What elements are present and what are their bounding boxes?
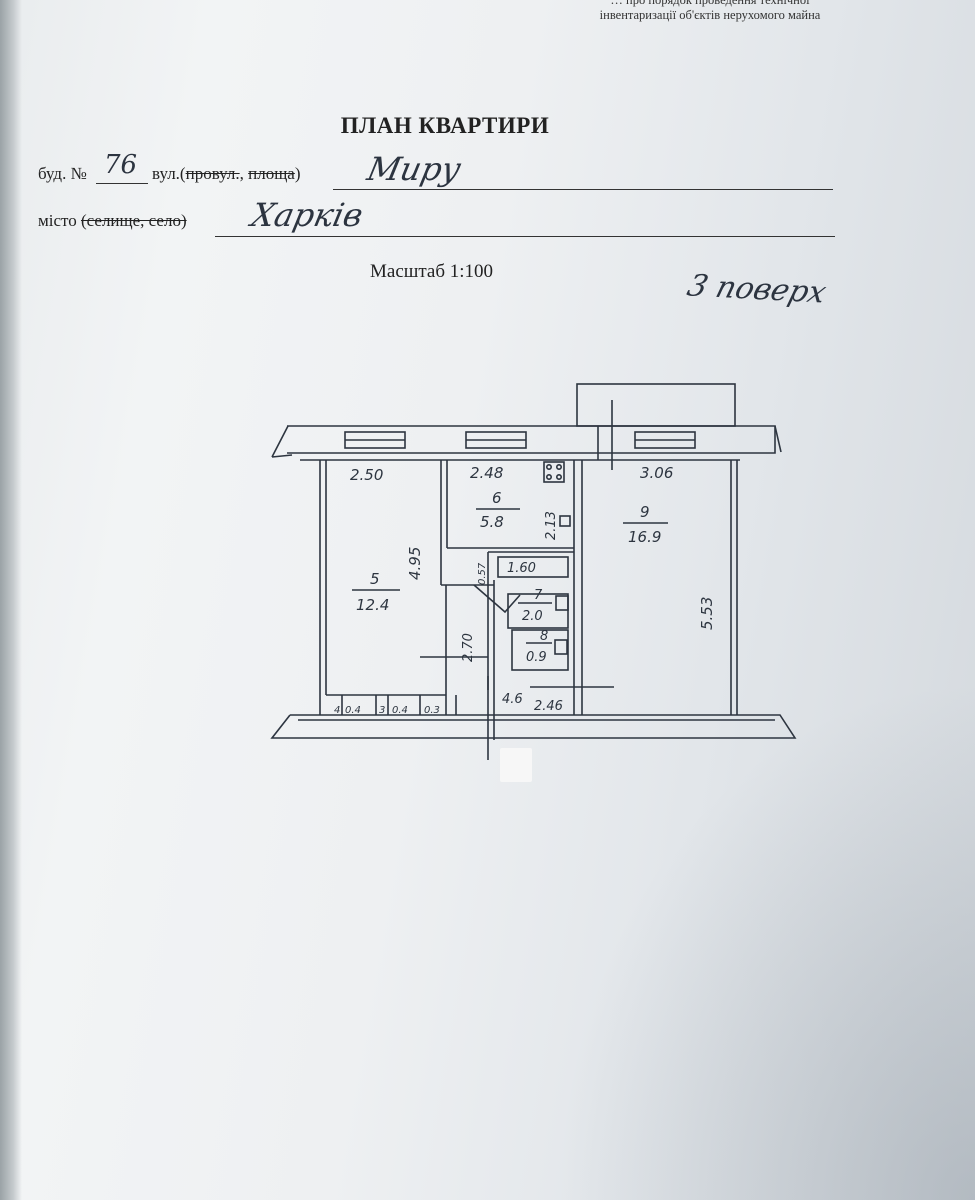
room-7-area: 2.0 xyxy=(522,609,543,624)
street-strike-2: площа xyxy=(248,164,295,183)
room-6-area: 5.8 xyxy=(480,513,504,531)
city-row: місто (селище, село) xyxy=(38,211,187,231)
room-9-number: 9 xyxy=(640,503,650,521)
header-line-2: інвентаризації об'єктів нерухомого майна xyxy=(599,8,821,22)
room-6-number: 6 xyxy=(492,489,502,507)
stove xyxy=(543,461,565,483)
building-underline xyxy=(96,183,148,184)
dim-room9-width: 3.06 xyxy=(640,464,673,482)
room-5-number: 5 xyxy=(370,570,380,588)
room-8-number: 8 xyxy=(540,629,548,644)
closet-2-area: 0.4 xyxy=(392,705,408,716)
dim-corridor-length: 2.70 xyxy=(461,633,476,662)
closet-2-number: 3 xyxy=(379,705,385,716)
building-row: буд. № xyxy=(38,164,87,184)
closet-3-area: 0.3 xyxy=(424,705,440,716)
room-9-area: 16.9 xyxy=(628,528,661,546)
page-edge-shadow xyxy=(0,0,22,1200)
scale-label: Масштаб 1:100 xyxy=(370,261,494,282)
regulation-header: … про порядок проведення технічної інвен… xyxy=(570,0,850,23)
street-label: вул.( xyxy=(152,164,186,183)
dim-room6-side: 2.13 xyxy=(544,511,559,540)
city-underline xyxy=(215,236,835,237)
bath-room-7 xyxy=(497,556,569,578)
street-close: ) xyxy=(294,164,301,183)
street-sep: , xyxy=(239,164,249,183)
redaction-patch xyxy=(500,748,532,782)
closet-1-area: 0.4 xyxy=(345,705,361,716)
header-line-1: … про порядок проведення технічної xyxy=(610,0,810,7)
building-number: 76 xyxy=(104,150,138,180)
dim-room6-width: 2.48 xyxy=(470,464,503,482)
window-room5 xyxy=(344,431,406,449)
street-underline xyxy=(333,189,833,190)
dim-room9-length: 5.53 xyxy=(698,597,716,630)
room-5-area: 12.4 xyxy=(356,596,389,614)
building-label: буд. № xyxy=(38,164,87,183)
city-label: місто xyxy=(38,211,81,230)
window-room9 xyxy=(634,431,696,449)
toilet-room-8-frame xyxy=(507,593,569,629)
toilet-fixture xyxy=(554,639,568,655)
street-row: вул.(провул., площа) xyxy=(152,164,301,184)
dim-room5-width: 2.50 xyxy=(350,466,383,484)
balcony xyxy=(576,383,736,427)
city-strike: (селище, село) xyxy=(80,211,187,230)
top-wall-outer xyxy=(287,425,776,454)
hall-area: 4.6 xyxy=(502,692,523,707)
street-strike-1: провул. xyxy=(185,164,240,183)
dim-bath-width: 1.60 xyxy=(507,561,536,576)
dim-hall-width: 2.46 xyxy=(534,699,563,714)
page-corner-shadow xyxy=(555,680,975,1200)
kitchen-sink xyxy=(559,515,571,527)
window-room6 xyxy=(465,431,527,449)
toilet-room-8 xyxy=(511,629,569,671)
bath-sink xyxy=(555,595,569,611)
dim-corridor-width: 0.57 xyxy=(477,562,488,585)
closet-1-number: 4 xyxy=(334,705,340,716)
dim-room5-length: 4.95 xyxy=(406,547,424,580)
bottom-wall xyxy=(270,714,797,739)
room-8-area: 0.9 xyxy=(526,650,547,665)
document-title: ПЛАН КВАРТИРИ xyxy=(340,113,550,138)
room-7-number: 7 xyxy=(534,588,543,603)
